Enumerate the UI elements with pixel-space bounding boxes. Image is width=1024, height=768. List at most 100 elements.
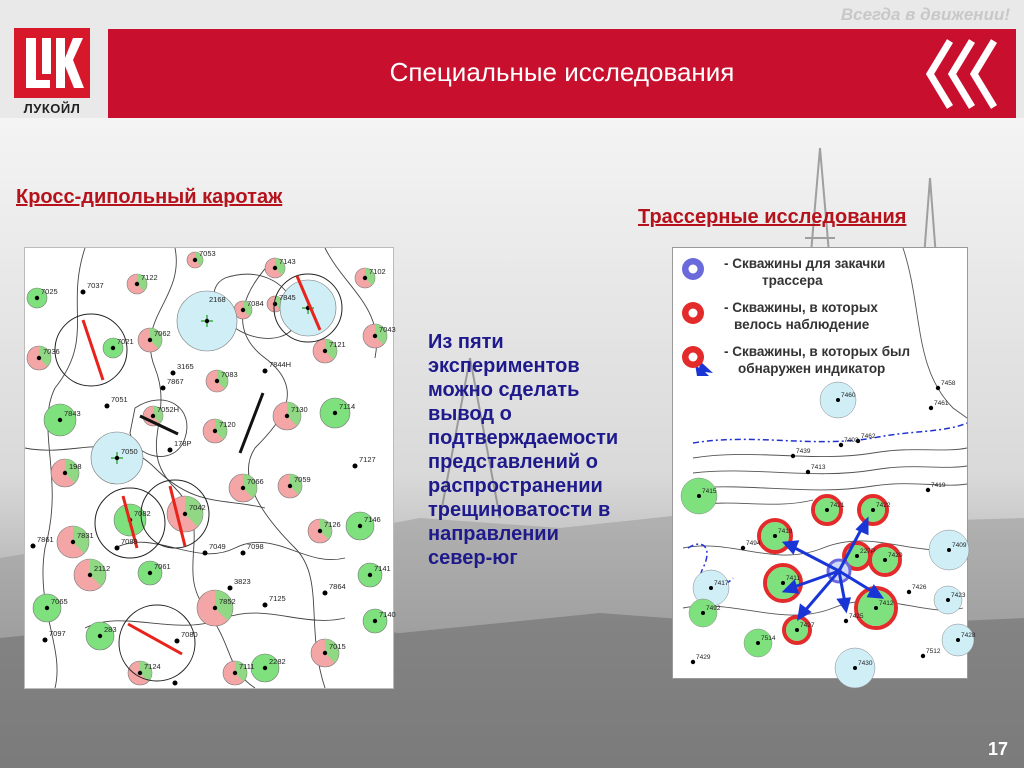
well-dot [172,680,178,686]
well-sector [287,402,301,426]
well-sector [215,590,233,621]
well-dot [836,398,840,402]
observed-ring [782,615,812,645]
well-dot [36,355,42,361]
well-label: 7111 [239,662,255,671]
well-dot [182,511,188,517]
well-dot [853,666,857,670]
well-sector [243,474,257,498]
well-label: 7089 [121,537,138,546]
well-label: 7427 [800,622,815,629]
well-dot [262,665,268,671]
well-dot [204,318,210,324]
legend-label: - Скважины, в которых был обнаружен инди… [724,343,911,377]
well-dot [871,508,875,512]
well-dot [104,403,110,409]
well-label: 7843 [64,409,81,418]
well-label: 7418 [778,528,793,535]
well-label: 7050 [121,447,138,456]
well-dot [843,618,849,624]
well-dot [167,447,173,453]
well-label: 7066 [247,477,264,486]
well-dot [935,385,941,391]
well-sector [325,339,337,360]
well-label: 7059 [294,475,311,484]
well-dot [137,670,143,676]
well-dot [272,301,278,307]
well-label: 3165 [177,362,194,371]
well-dot [62,470,68,476]
well-label: 7415 [702,488,717,495]
interpretation-circles [54,273,343,682]
well-dot [192,257,198,263]
well-label: 7461 [934,400,949,407]
well-labels: 7458746074617462740374397415741374197421… [696,380,976,667]
tagline: Всегда в движении! [840,5,1010,24]
dipole-black-lines [139,392,265,454]
well-label: 7082 [134,509,151,518]
well-label: 7861 [37,535,54,544]
well-label: 7141 [374,564,391,573]
well-dot [956,638,960,642]
conclusion-line: распространении [428,475,603,497]
well-dot [756,641,760,645]
well-dot [372,333,378,339]
well-dot [214,378,220,384]
well-label: 7428 [961,632,976,639]
well-dot [284,413,290,419]
well-dot [874,606,878,610]
well-label: 7439 [796,448,811,455]
well-dot [57,417,63,423]
well-dot [114,455,120,461]
well-dot [160,385,166,391]
well-dot [883,558,887,562]
well-sector [320,519,332,540]
well-label: 7403 [844,437,859,444]
well-sector [140,661,152,682]
legend-arrow-icon [695,362,713,376]
well-label: 7492 [706,605,721,612]
well-sector [185,496,203,527]
well-dot [709,586,713,590]
well-label: 7122 [141,273,158,282]
well-sector [275,258,285,275]
tracer-well-map: 7458746074617462740374397415741374197421… [672,247,976,689]
boundary-line [692,422,968,444]
well-dot [701,611,705,615]
well-dot [227,585,233,591]
chevrons-icon [925,39,997,109]
well-sector [90,559,106,587]
well-label: 7852 [219,597,236,606]
well-dot [170,370,176,376]
well-dot [212,428,218,434]
well-label: 2282 [269,657,286,666]
well-label: 7097 [49,629,66,638]
well-label: 7412 [879,600,894,607]
well-dot [232,670,238,676]
well-label: 7422 [876,502,891,509]
conclusion-line: представлений о [428,451,598,473]
well-label: 7845 [279,293,296,302]
well-dot [925,487,931,493]
title-banner: Специальные исследования [108,29,1016,118]
contour-lines [682,247,968,616]
well-sector [153,406,163,423]
well-label: 3823 [234,577,251,586]
well-label: 7083 [221,370,238,379]
well-dot [773,534,777,538]
well-label: 7426 [912,584,927,591]
conclusion-line: можно сделать [428,379,580,401]
legend-label: - Скважины для закачки трассера [724,255,886,289]
well-sector [235,661,247,682]
well-dot [322,348,328,354]
well-label: 7127 [359,455,376,464]
well-dot [240,550,246,556]
legend-label: - Скважины, в которых велось наблюдение [724,299,878,333]
well-label: 7867 [167,377,184,386]
well-dot [855,554,859,558]
well-label: 7425 [849,613,864,620]
conclusion-line: север-юг [428,547,518,569]
injection-well-icon [682,258,704,280]
well-label: 7052Н [157,405,179,414]
